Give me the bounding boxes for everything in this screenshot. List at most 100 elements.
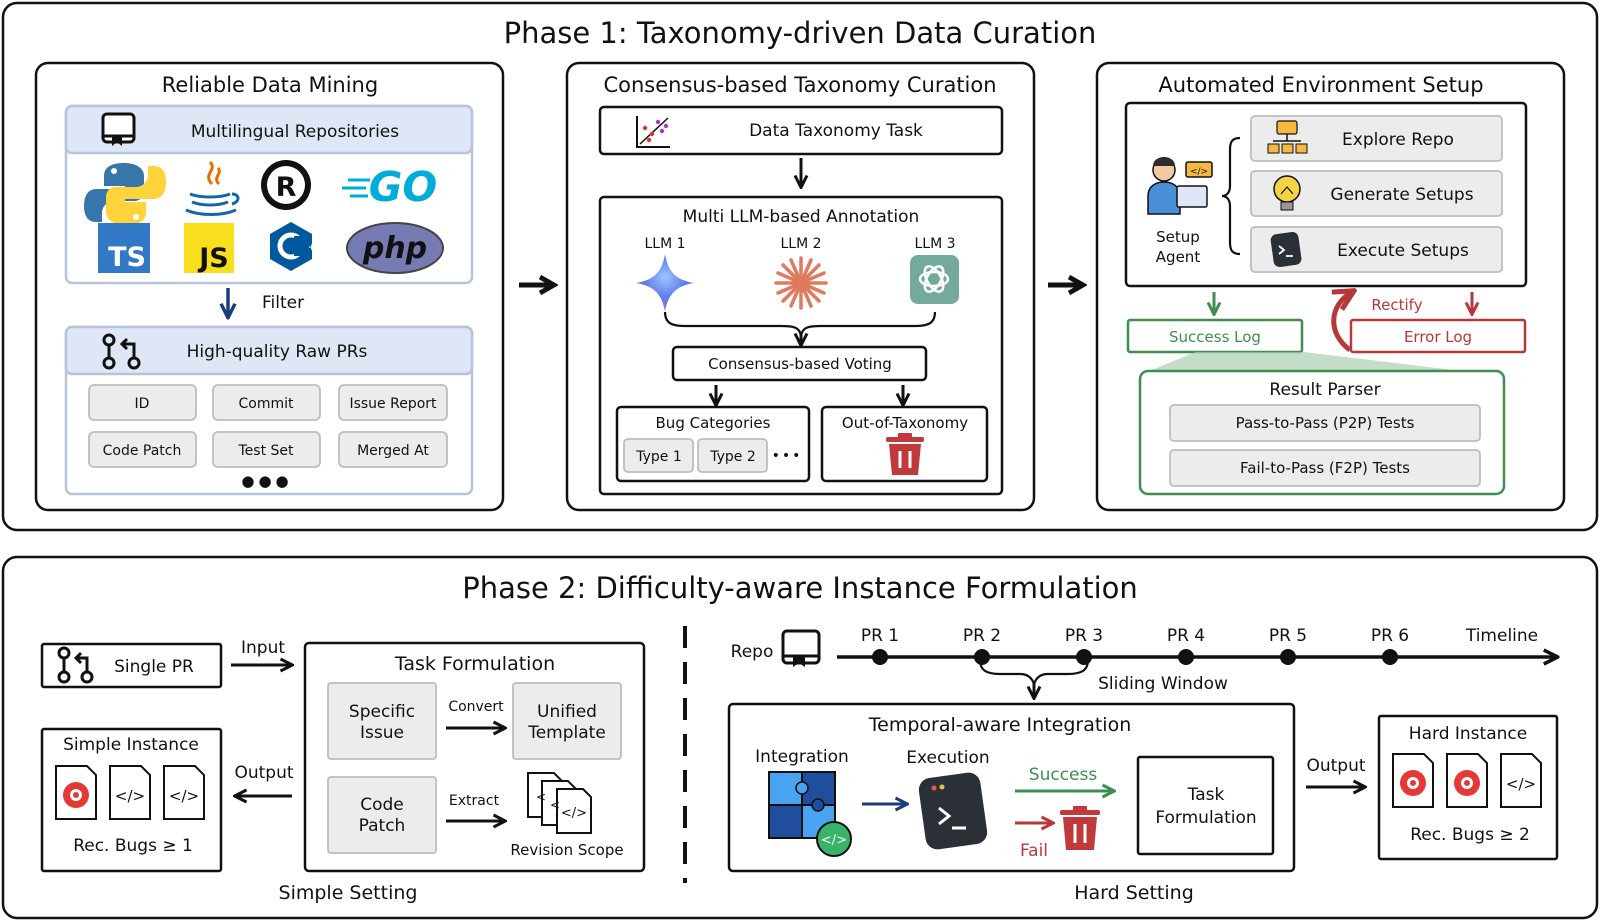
field-chip <box>338 384 448 421</box>
java-icon <box>185 160 240 216</box>
field-chip <box>338 431 448 468</box>
repos-label: Multilingual Repositories <box>191 122 399 142</box>
bug-file-icon <box>55 765 97 820</box>
step-generate <box>1250 170 1503 217</box>
llm-label: LLM 3 <box>914 236 955 252</box>
specific-issue-box <box>327 682 437 760</box>
terminal-icon <box>918 772 988 850</box>
timeline-label: Timeline <box>1465 626 1538 646</box>
repo-icon <box>781 629 821 667</box>
pr-label: PR 4 <box>1167 626 1205 646</box>
field-chip <box>88 384 197 421</box>
llm-label: LLM 1 <box>644 236 685 252</box>
taxonomy-title: Consensus-based Taxonomy Curation <box>603 73 996 97</box>
go-icon: GO <box>342 163 437 211</box>
rectify-label: Rectify <box>1371 296 1422 314</box>
cpp-icon: ++ <box>270 222 323 271</box>
test-row <box>1169 404 1481 442</box>
svg-text:TS: TS <box>108 242 146 273</box>
pr-label: PR 1 <box>861 626 899 646</box>
field-label: Merged At <box>357 443 429 459</box>
gemini-icon <box>636 254 694 312</box>
simple-instance-title: Simple Instance <box>63 735 199 755</box>
filter-label: Filter <box>262 293 304 313</box>
repo-label: Repo <box>731 642 774 662</box>
rectify-arrow <box>1331 292 1352 353</box>
success-label: Success <box>1029 765 1098 785</box>
javascript-icon: JS <box>184 223 234 274</box>
hard-task-formulation-box <box>1136 755 1275 856</box>
svg-text:</>: </> <box>1190 167 1208 177</box>
unified-template-label: Template <box>527 723 606 743</box>
test-label: Fail-to-Pass (F2P) Tests <box>1240 459 1410 477</box>
revision-scope-label: Revision Scope <box>510 841 623 859</box>
parser-funnel <box>1144 352 1478 373</box>
hard-setting-label: Hard Setting <box>1074 882 1194 904</box>
pr-node <box>1178 649 1194 665</box>
svg-text:R: R <box>276 172 297 203</box>
svg-text:GO: GO <box>369 163 438 211</box>
type-label: Type 1 <box>635 449 682 465</box>
rust-icon: R <box>261 160 311 210</box>
step-explore <box>1250 115 1503 162</box>
type-chip <box>623 438 694 473</box>
field-label: Issue Report <box>349 396 437 412</box>
hard-task-formulation-label: Formulation <box>1155 808 1256 828</box>
hard-instance-title: Hard Instance <box>1409 724 1527 744</box>
svg-text:php: php <box>362 231 427 266</box>
single-pr-box <box>40 642 223 689</box>
code-patch-label: Code <box>360 795 404 815</box>
field-chip <box>212 384 321 421</box>
pull-request-icon <box>102 333 141 370</box>
code-patch-label: Patch <box>359 816 406 836</box>
hard-task-formulation-label: Task <box>1187 785 1225 805</box>
python-icon <box>84 163 166 225</box>
specific-issue-label: Issue <box>360 723 404 743</box>
bug-file-icon <box>1392 753 1434 808</box>
agent-label: Agent <box>1156 248 1201 266</box>
code-file-icon: </> <box>109 765 151 820</box>
error-log-label: Error Log <box>1404 328 1472 346</box>
svg-text:++: ++ <box>308 243 323 253</box>
agent-label: Setup <box>1156 228 1200 246</box>
puzzle-icon: </> <box>768 771 852 857</box>
merge-brace <box>663 311 937 339</box>
fail-label: Fail <box>1020 841 1048 861</box>
code-file-icon: </> <box>1500 753 1542 808</box>
temporal-title: Temporal-aware Integration <box>868 714 1132 736</box>
terminal-icon <box>1270 231 1302 268</box>
extract-label: Extract <box>449 793 500 809</box>
hard-rec-bugs: Rec. Bugs ≥ 2 <box>1410 825 1530 845</box>
pr-fields: ID Commit Issue Report Code Patch Test S… <box>88 384 448 468</box>
type-label: Type 2 <box>709 449 756 465</box>
success-log-label: Success Log <box>1169 328 1261 346</box>
trash-icon <box>1060 806 1100 850</box>
step-execute <box>1250 226 1503 273</box>
svg-text:<: < <box>536 790 546 804</box>
typescript-icon: TS <box>98 223 150 273</box>
output-label: Output <box>234 763 293 783</box>
task-formulation-title: Task Formulation <box>394 653 555 675</box>
bug-categories-label: Bug Categories <box>656 414 771 432</box>
php-icon: php <box>346 222 444 274</box>
input-label: Input <box>241 638 285 658</box>
parser-label: Result Parser <box>1269 380 1380 400</box>
svg-text:</>: </> <box>561 806 587 821</box>
svg-text:</>: </> <box>821 833 847 848</box>
chatgpt-icon <box>910 255 959 304</box>
integration-label: Integration <box>755 747 849 767</box>
taxonomy-task-box <box>598 105 1004 156</box>
field-label: Code Patch <box>103 443 182 459</box>
pr-node <box>1280 649 1296 665</box>
svg-text:</>: </> <box>115 787 145 805</box>
simple-rec-bugs: Rec. Bugs ≥ 1 <box>73 836 193 856</box>
field-chip <box>212 431 321 468</box>
phase1-title: Phase 1: Taxonomy-driven Data Curation <box>504 16 1097 50</box>
voting-label: Consensus-based Voting <box>708 355 892 373</box>
env-title: Automated Environment Setup <box>1158 73 1483 97</box>
error-log-box <box>1349 318 1527 354</box>
agent-brace <box>1221 136 1241 256</box>
llm-label: LLM 2 <box>780 236 821 252</box>
